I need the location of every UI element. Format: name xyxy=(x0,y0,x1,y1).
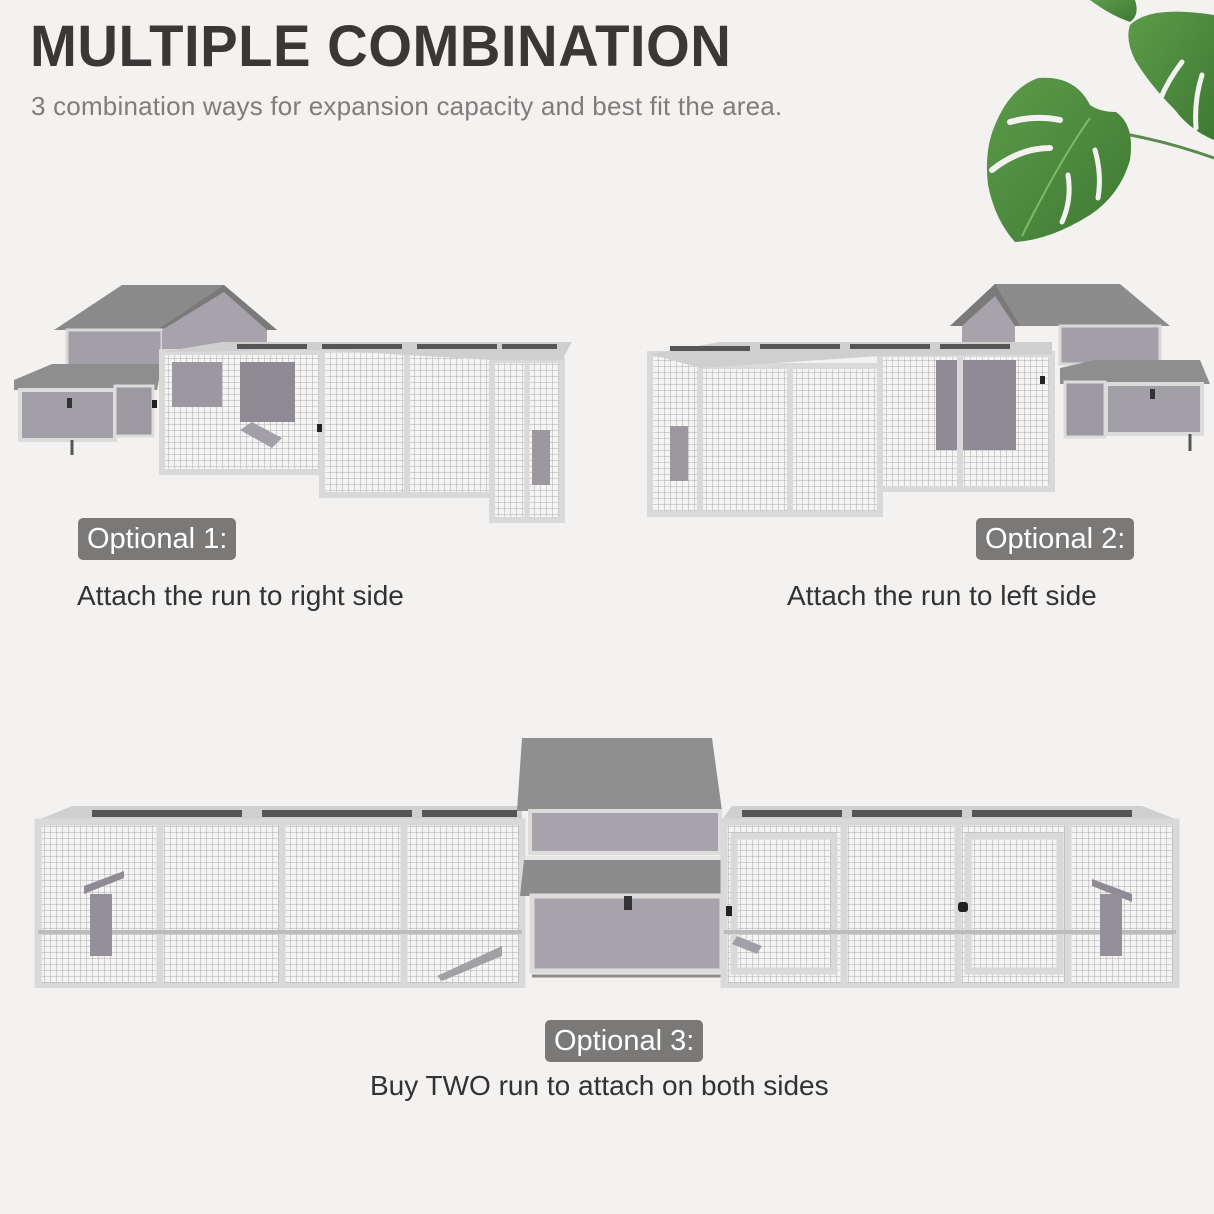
option-1-illustration xyxy=(14,285,572,523)
option-2-illustration xyxy=(647,284,1210,517)
option-3-badge: Optional 3: xyxy=(545,1020,704,1062)
page-title: MULTIPLE COMBINATION xyxy=(30,14,732,79)
option-3-caption: Buy TWO run to attach on both sides xyxy=(370,1070,829,1101)
option-2-caption: Attach the run to left side xyxy=(787,580,1097,611)
option-2-badge: Optional 2: xyxy=(976,518,1135,560)
page-subtitle: 3 combination ways for expansion capacit… xyxy=(31,91,783,121)
monstera-leaf-icon xyxy=(986,0,1214,243)
option-1-caption: Attach the run to right side xyxy=(77,580,404,611)
option-3-illustration xyxy=(34,738,1180,988)
option-1-badge: Optional 1: xyxy=(78,518,237,560)
